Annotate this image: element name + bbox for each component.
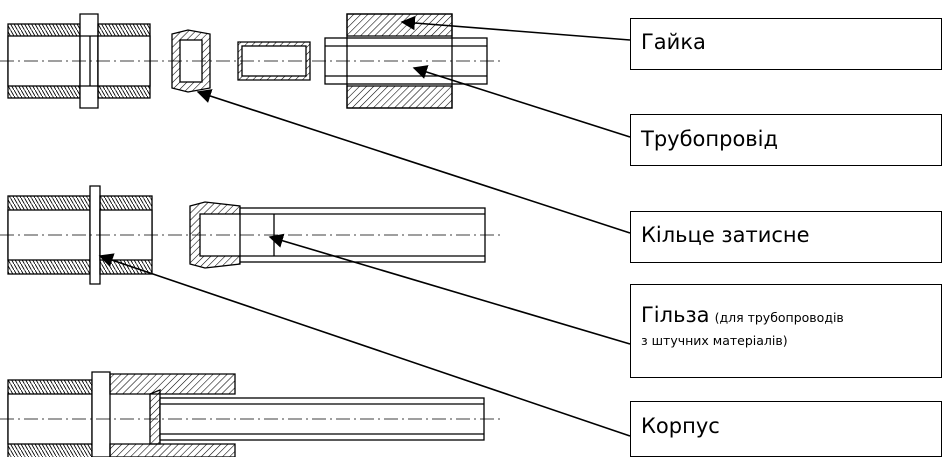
leader-ring bbox=[196, 89, 631, 234]
label-sleeve-note-1: (для трубопроводів bbox=[714, 310, 844, 325]
leader-body bbox=[98, 253, 631, 437]
label-pipe-text: Трубопровід bbox=[641, 127, 779, 151]
label-ring: Кільце затисне bbox=[630, 211, 942, 263]
label-body-text: Корпус bbox=[641, 414, 720, 438]
label-sleeve: Гільза (для трубопроводів з штучних мате… bbox=[630, 284, 942, 378]
label-body: Корпус bbox=[630, 401, 942, 457]
label-ring-text: Кільце затисне bbox=[641, 223, 810, 247]
ring-part-top bbox=[171, 29, 211, 93]
leader-sleeve bbox=[268, 233, 631, 345]
leader-pipe bbox=[412, 65, 631, 138]
label-pipe: Трубопровід bbox=[630, 114, 942, 166]
nut-part-top bbox=[346, 13, 453, 109]
leader-nut bbox=[400, 15, 631, 41]
label-sleeve-text: Гільза bbox=[641, 303, 710, 327]
partial-assembly bbox=[0, 185, 500, 285]
label-sleeve-note-2: з штучних матеріалів) bbox=[641, 332, 788, 348]
label-nut: Гайка bbox=[630, 18, 942, 70]
full-assembly bbox=[0, 371, 500, 457]
leader-lines bbox=[98, 15, 631, 437]
label-nut-text: Гайка bbox=[641, 30, 706, 54]
exploded-view bbox=[0, 13, 500, 109]
